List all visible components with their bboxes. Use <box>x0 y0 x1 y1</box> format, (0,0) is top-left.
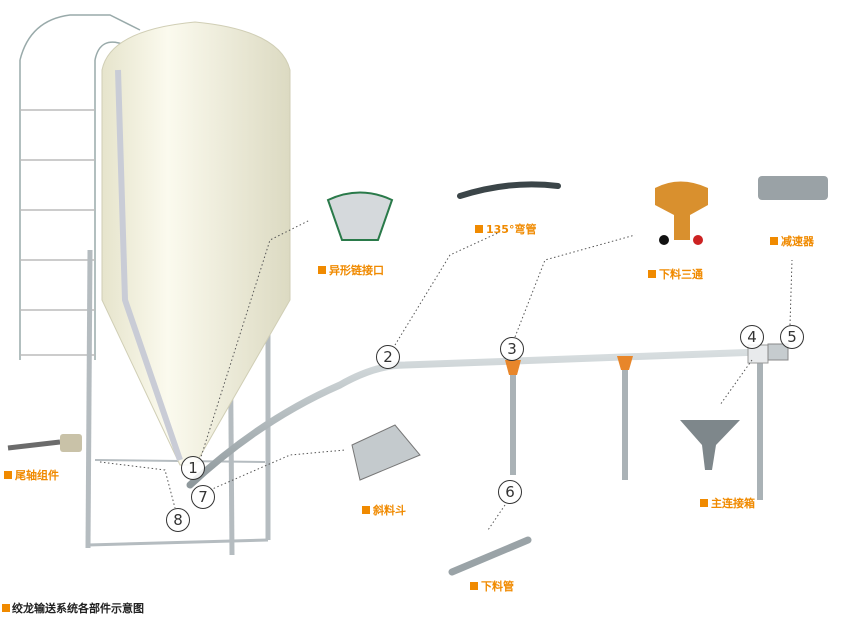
auger-pipe <box>186 348 764 489</box>
silo-body <box>101 21 291 466</box>
label-text: 主连接箱 <box>711 497 755 510</box>
label-reducer: 减速器 <box>770 233 814 249</box>
label-text: 减速器 <box>781 235 814 248</box>
label-special-connector: 异形链接口 <box>318 262 384 278</box>
callout-6: 6 <box>498 480 522 504</box>
label-drop-pipe: 下料管 <box>470 578 514 594</box>
callout-8: 8 <box>166 508 190 532</box>
label-main-connection-box: 主连接箱 <box>700 495 755 511</box>
label-text: 尾轴组件 <box>15 469 59 482</box>
callout-4: 4 <box>740 325 764 349</box>
figure-caption: 绞龙输送系统各部件示意图 <box>2 600 144 616</box>
ladder <box>19 14 141 360</box>
label-text: 异形链接口 <box>329 264 384 277</box>
callout-7: 7 <box>191 485 215 509</box>
label-text: 下料管 <box>481 580 514 593</box>
callout-1: 1 <box>181 456 205 480</box>
callout-5: 5 <box>780 325 804 349</box>
label-135-elbow: 135°弯管 <box>475 221 536 237</box>
label-text: 下料三通 <box>659 268 703 281</box>
label-text: 斜料斗 <box>373 504 406 517</box>
drop-pipes <box>510 360 763 500</box>
caption-marker <box>2 604 10 612</box>
reducer-on-line <box>767 343 789 361</box>
part-images <box>7 176 828 576</box>
label-inclined-hopper: 斜料斗 <box>362 502 406 518</box>
tee-fittings <box>505 356 633 375</box>
callout-2: 2 <box>376 345 400 369</box>
label-tail-shaft-assembly: 尾轴组件 <box>4 467 59 483</box>
leader-lines <box>99 219 793 531</box>
label-text: 135°弯管 <box>486 223 537 236</box>
caption-text: 绞龙输送系统各部件示意图 <box>12 602 144 615</box>
label-discharge-tee: 下料三通 <box>648 266 703 282</box>
callout-3: 3 <box>500 337 524 361</box>
